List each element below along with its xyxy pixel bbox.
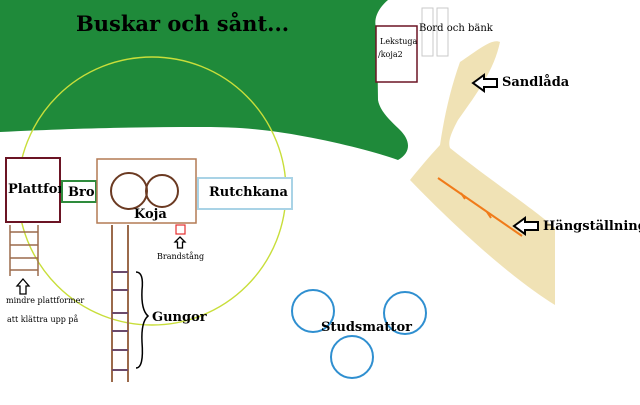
sandlada-label: Sandlåda <box>502 74 570 90</box>
platform-box <box>5 157 61 223</box>
trampoline-3 <box>330 335 374 379</box>
swing-ladder <box>111 225 129 382</box>
lekstuga-box <box>375 25 418 83</box>
swingframe-label: Hängställning <box>543 219 640 234</box>
firepole-label: Brandstång <box>157 252 204 261</box>
bridge-box <box>61 180 97 203</box>
trampolines-label: Studsmattor <box>321 320 412 335</box>
koja-label: Koja <box>134 207 167 222</box>
bush-area <box>0 0 408 160</box>
slide-box <box>197 177 293 210</box>
swings-label: Gungor <box>152 310 207 325</box>
lekstuga-label-1: Lekstuga <box>380 37 417 46</box>
slide-label: Rutchkana <box>209 185 289 200</box>
bench-1 <box>421 7 434 57</box>
bridge-label: Bro <box>68 185 95 200</box>
trampoline-2 <box>383 291 427 335</box>
platform-note-2: att klättra upp på <box>7 315 79 324</box>
bush-title: Buskar och sånt... <box>76 11 289 36</box>
platform-ladder <box>9 225 39 276</box>
arrow-up-icon <box>15 278 31 295</box>
koja-window-right <box>145 174 179 208</box>
arrow-left-icon <box>471 73 498 93</box>
bench-2 <box>436 7 449 57</box>
platform-label: Plattform <box>8 182 78 197</box>
arrow-left-icon <box>512 216 539 236</box>
lekstuga-label-2: /koja2 <box>378 50 403 59</box>
platform-note-1: mindre plattformer <box>6 296 84 305</box>
bord-label: Bord och bänk <box>419 23 494 34</box>
trampoline-1 <box>291 289 335 333</box>
arrow-up-icon <box>173 236 187 249</box>
firepole-box <box>175 224 186 235</box>
swing-frame <box>437 177 523 237</box>
sand-path <box>410 41 555 305</box>
swing-brace <box>135 271 150 369</box>
